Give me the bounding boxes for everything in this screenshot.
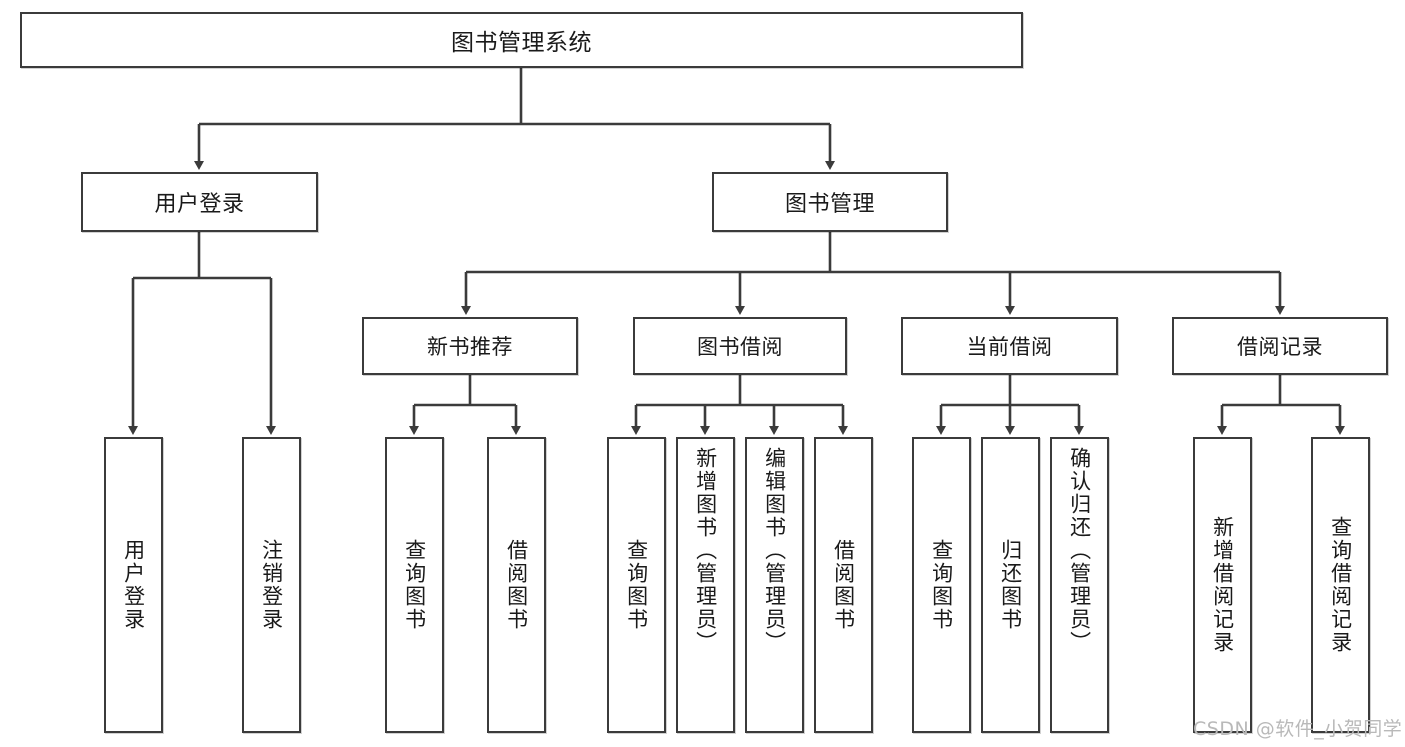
leaf-label: 新增图书（管理员） [693,447,718,654]
leaf-label: 注销登录 [259,539,284,631]
leaf-book-borrow-edit-book-admin[interactable]: 编辑图书（管理员） [745,437,804,733]
leaf-label: 查询图书 [929,539,954,631]
leaf-new-book-borrow-book[interactable]: 借阅图书 [487,437,546,733]
node-label: 当前借阅 [966,335,1053,359]
leaf-label: 查询图书 [624,539,649,631]
leaf-label: 用户登录 [121,539,146,631]
node-borrow-record[interactable]: 借阅记录 [1172,317,1388,375]
leaf-new-book-query-book[interactable]: 查询图书 [385,437,444,733]
leaf-current-borrow-query-book[interactable]: 查询图书 [912,437,971,733]
node-label: 借阅记录 [1237,335,1323,359]
node-label: 新书推荐 [427,335,513,359]
node-label: 用户登录 [154,192,245,217]
leaf-label: 借阅图书 [504,539,529,631]
node-book-management[interactable]: 图书管理 [712,172,948,232]
leaf-book-borrow-borrow-book[interactable]: 借阅图书 [814,437,873,733]
node-label: 图书借阅 [697,335,783,359]
leaf-label: 查询借阅记录 [1328,516,1353,654]
node-label: 图书管理 [784,192,875,217]
node-current-borrow[interactable]: 当前借阅 [901,317,1118,375]
node-root-book-management-system[interactable]: 图书管理系统 [20,12,1023,68]
leaf-book-borrow-add-book-admin[interactable]: 新增图书（管理员） [676,437,735,733]
leaf-label: 查询图书 [402,539,427,631]
node-book-borrow[interactable]: 图书借阅 [633,317,847,375]
leaf-current-borrow-return-book[interactable]: 归还图书 [981,437,1040,733]
leaf-label: 借阅图书 [831,539,856,631]
leaf-borrow-record-query-record[interactable]: 查询借阅记录 [1311,437,1370,733]
leaf-label: 确认归还（管理员） [1067,447,1092,654]
node-user-login[interactable]: 用户登录 [81,172,318,232]
leaf-label: 归还图书 [998,539,1023,631]
csdn-watermark: CSDN @软件_小贺同学 [1193,718,1403,740]
leaf-label: 编辑图书（管理员） [762,447,787,654]
leaf-current-borrow-confirm-return-admin[interactable]: 确认归还（管理员） [1050,437,1109,733]
leaf-borrow-record-add-record[interactable]: 新增借阅记录 [1193,437,1252,733]
leaf-book-borrow-query-book[interactable]: 查询图书 [607,437,666,733]
node-label: 图书管理系统 [451,30,592,56]
leaf-user-login-logout[interactable]: 注销登录 [242,437,301,733]
leaf-user-login-login[interactable]: 用户登录 [104,437,163,733]
leaf-label: 新增借阅记录 [1210,516,1235,654]
node-new-book-recommend[interactable]: 新书推荐 [362,317,578,375]
